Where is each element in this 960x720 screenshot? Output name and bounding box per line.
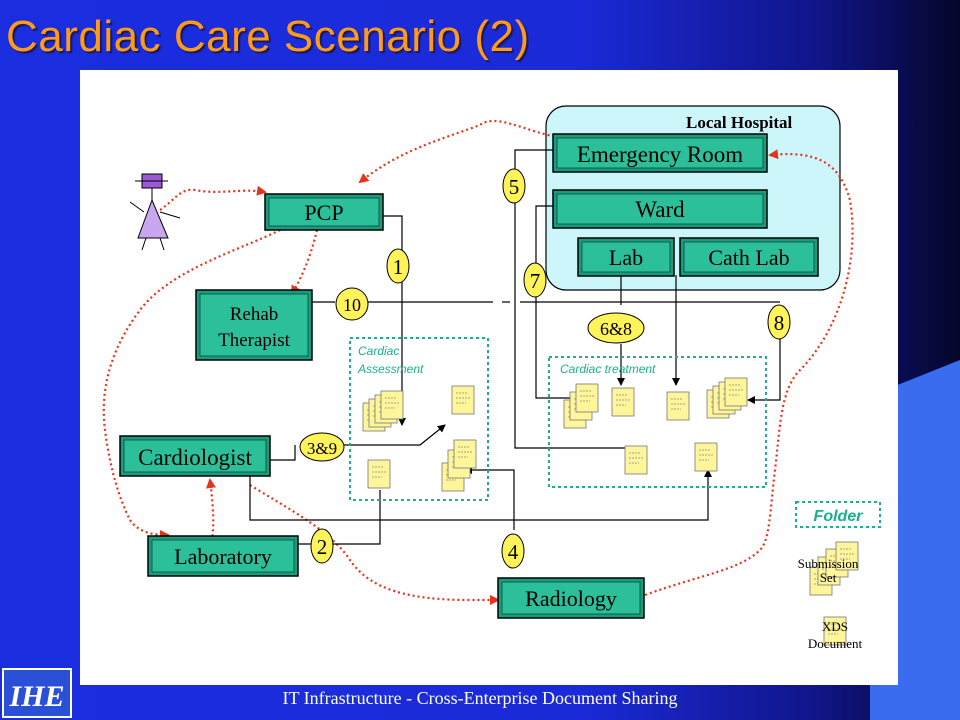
legend-document-line1: XDS <box>822 619 848 634</box>
svg-text:6&8: 6&8 <box>600 319 632 339</box>
slide-footer: IT Infrastructure - Cross-Enterprise Doc… <box>282 688 678 708</box>
step-badge-7: 7 <box>523 262 547 298</box>
cardiac-assessment-folder <box>349 337 489 501</box>
emergency-room-label: Emergency Room <box>577 142 743 167</box>
legend-document-line2: Document <box>808 636 863 651</box>
treatment-label: Cardiac treatment <box>560 362 656 376</box>
svg-text:5: 5 <box>509 175 520 199</box>
treatment-documents <box>563 378 747 475</box>
cath-lab-label: Cath Lab <box>708 245 789 270</box>
legend-submission-line2: Set <box>820 570 837 585</box>
step-badge-2: 2 <box>310 528 334 564</box>
step-badge-6-8: 6&8 <box>587 312 645 344</box>
pcp-label: PCP <box>304 200 343 225</box>
svg-text:4: 4 <box>508 540 519 564</box>
step-badge-3-9: 3&9 <box>299 432 345 462</box>
step-badge-8: 8 <box>767 304 791 340</box>
node-radiology[interactable]: Radiology <box>497 577 645 619</box>
node-ward[interactable]: Ward <box>552 189 768 229</box>
ward-label: Ward <box>635 197 685 222</box>
step-badge-1: 1 <box>386 248 410 284</box>
laboratory-label: Laboratory <box>174 544 272 569</box>
assessment-documents <box>363 385 477 492</box>
assessment-label-line1: Cardiac <box>358 344 399 358</box>
svg-text:10: 10 <box>343 295 361 315</box>
cardiologist-label: Cardiologist <box>138 445 252 470</box>
legend-submission-line1: Submission <box>798 556 859 571</box>
scenario-diagram: Local Hospital Cardiac Assessment <box>102 105 881 651</box>
patient-figure <box>129 173 181 251</box>
node-cardiologist[interactable]: Cardiologist <box>119 435 271 477</box>
svg-text:8: 8 <box>774 311 785 335</box>
legend-folder-label: Folder <box>814 508 864 525</box>
node-pcp[interactable]: PCP <box>264 193 384 231</box>
node-lab[interactable]: Lab <box>577 237 675 277</box>
svg-text:1: 1 <box>393 255 404 279</box>
slide-title: Cardiac Care Scenario (2) <box>6 12 530 61</box>
node-laboratory[interactable]: Laboratory <box>147 535 299 577</box>
step-badge-4: 4 <box>501 533 525 569</box>
rehab-label-line2: Therapist <box>218 330 290 351</box>
logo-text: IHE <box>8 680 64 713</box>
svg-text:3&9: 3&9 <box>307 439 337 458</box>
step-badge-5: 5 <box>502 168 526 204</box>
node-emergency-room[interactable]: Emergency Room <box>552 133 768 173</box>
rehab-label-line1: Rehab <box>230 304 279 325</box>
diagram-canvas: Local Hospital Cardiac Assessment <box>80 70 898 685</box>
radiology-label: Radiology <box>525 586 617 611</box>
node-rehab-therapist[interactable]: Rehab Therapist <box>195 289 313 361</box>
local-hospital-label: Local Hospital <box>686 113 793 132</box>
svg-text:7: 7 <box>530 269 541 293</box>
legend-folder-box <box>795 501 881 528</box>
ihe-logo: IHE <box>2 668 72 718</box>
svg-text:2: 2 <box>317 535 328 559</box>
node-cath-lab[interactable]: Cath Lab <box>679 237 819 277</box>
cardiac-treatment-folder <box>548 356 767 488</box>
step-badge-10: 10 <box>335 287 369 321</box>
lab-label: Lab <box>609 245 643 270</box>
assessment-label-line2: Assessment <box>357 362 424 376</box>
